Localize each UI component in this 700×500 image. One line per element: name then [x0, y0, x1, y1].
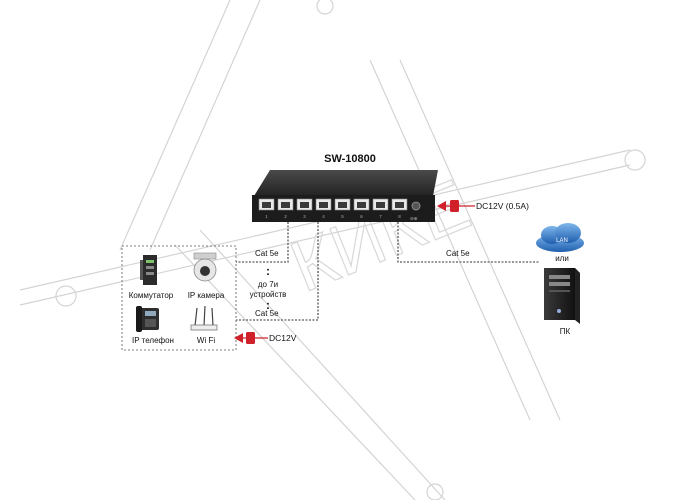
port-number: 5 — [341, 214, 344, 219]
pc-tower-icon — [544, 268, 580, 324]
port-number: 4 — [322, 214, 325, 219]
cloud-label: LAN — [556, 238, 568, 244]
device-label-phone: IP телефон — [132, 336, 174, 345]
ethernet-port-socket — [376, 202, 385, 208]
ethernet-port-socket — [338, 202, 347, 208]
ethernet-port-socket — [319, 202, 328, 208]
cables — [236, 222, 540, 321]
pc-label: ПК — [560, 327, 571, 336]
power-jack-mark: ⊖⊕ — [410, 216, 418, 221]
ethernet-port-socket — [300, 202, 309, 208]
ethernet-port-socket — [357, 202, 366, 208]
device-power-connector: DC12V — [234, 332, 297, 344]
ethernet-port-socket — [262, 202, 271, 208]
note-dots-bottom: : — [266, 298, 270, 312]
uplink-cable-label: Cat 5e — [446, 249, 470, 258]
red-arrow-icon — [437, 201, 446, 211]
device-power-label: DC12V — [269, 333, 297, 343]
red-arrow-icon — [234, 333, 243, 343]
power-plug-icon — [246, 332, 255, 344]
note-line-1: до 7и — [258, 280, 278, 289]
switch-model-label: SW-10800 — [324, 153, 376, 165]
switch-device-icon — [140, 255, 157, 285]
power-jack — [411, 201, 421, 211]
ip-phone-icon — [136, 306, 159, 332]
network-switch: SW-10800 1 2 3 4 5 6 7 8 ⊖⊕ — [252, 153, 438, 222]
switch-power-label: DC12V (0.5A) — [476, 201, 529, 211]
switch-port-group: 1 2 3 4 5 6 7 8 — [258, 198, 408, 219]
device-cable-bottom-label: Cat 5e — [255, 309, 279, 318]
port-number: 2 — [284, 214, 287, 219]
port-number: 7 — [379, 214, 382, 219]
device-cable-top-label: Cat 5e — [255, 249, 279, 258]
or-label: или — [555, 254, 569, 263]
end-devices-group: Коммутатор IP камера IP телефон Wi Fi — [121, 245, 237, 351]
lan-cloud-icon: LAN — [536, 223, 584, 252]
ethernet-port-socket — [281, 202, 290, 208]
port-number: 8 — [398, 214, 401, 219]
note-dots-top: : — [266, 264, 270, 278]
power-plug-icon — [450, 200, 459, 212]
device-cable-top — [236, 222, 289, 263]
ip-camera-icon — [193, 252, 217, 282]
switch-top-face — [254, 170, 438, 196]
port-number: 1 — [265, 214, 268, 219]
device-label-switch: Коммутатор — [129, 291, 174, 300]
uplink-cable — [397, 222, 540, 263]
port-number: 6 — [360, 214, 363, 219]
device-cable-bottom — [236, 222, 319, 321]
note-line-2: устройств — [250, 290, 287, 299]
device-group-frame — [121, 245, 237, 351]
wifi-router-icon — [190, 305, 218, 331]
switch-power-connector: DC12V (0.5A) — [437, 200, 529, 212]
device-label-camera: IP камера — [188, 291, 225, 300]
port-number: 3 — [303, 214, 306, 219]
device-count-note: : до 7и устройств : — [250, 264, 287, 312]
device-label-wifi: Wi Fi — [197, 336, 215, 345]
ethernet-port-socket — [395, 202, 404, 208]
